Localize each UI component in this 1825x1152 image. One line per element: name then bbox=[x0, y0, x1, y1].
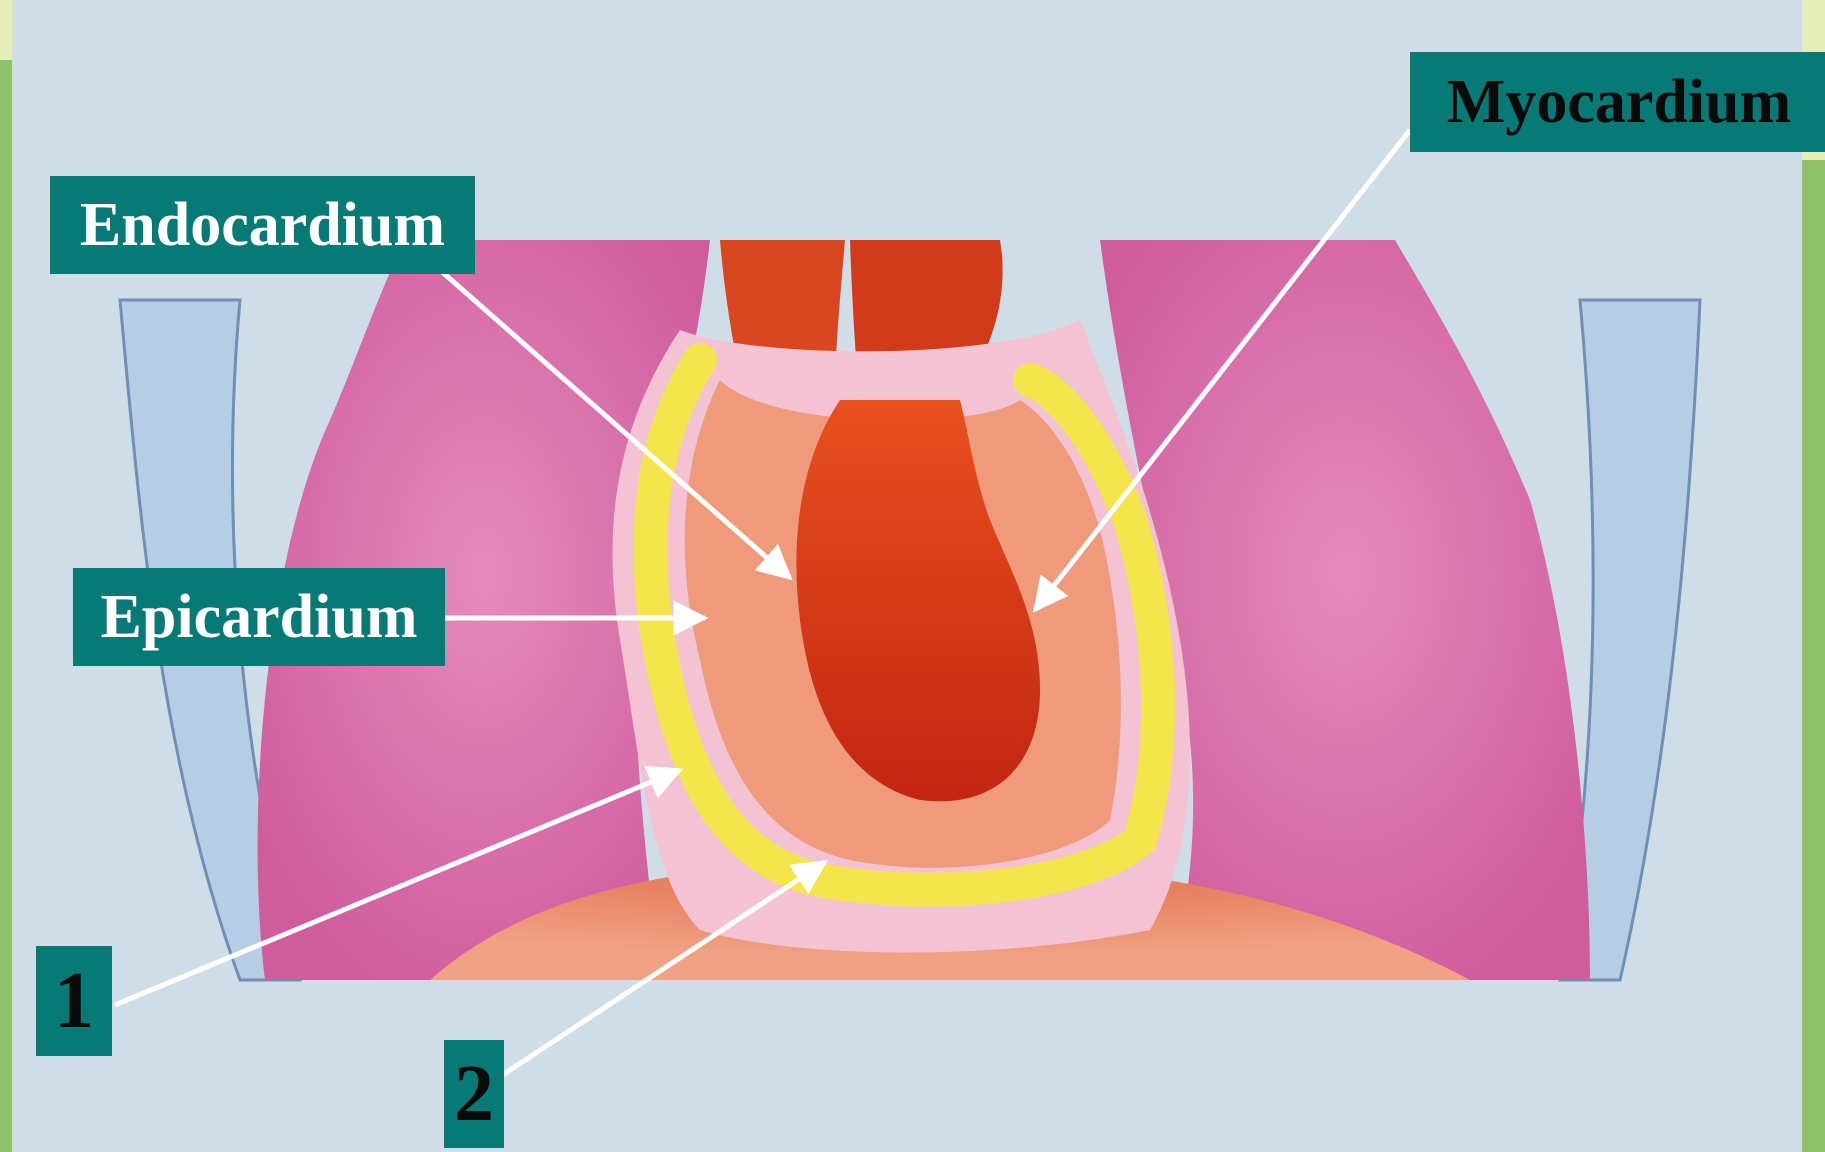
myocardium-label: Myocardium bbox=[1410, 52, 1825, 152]
label-2-text: 2 bbox=[454, 1049, 494, 1140]
left-edge-band bbox=[0, 60, 14, 1152]
endocardium-label: Endocardium bbox=[50, 176, 475, 274]
myocardium-label-text: Myocardium bbox=[1447, 67, 1791, 138]
label-2: 2 bbox=[444, 1040, 504, 1148]
label-1: 1 bbox=[36, 946, 112, 1056]
endocardium-label-text: Endocardium bbox=[80, 190, 445, 261]
label-1-text: 1 bbox=[54, 956, 94, 1047]
epicardium-label-text: Epicardium bbox=[101, 582, 418, 653]
epicardium-label: Epicardium bbox=[73, 568, 445, 666]
right-edge-band bbox=[1800, 160, 1825, 1152]
